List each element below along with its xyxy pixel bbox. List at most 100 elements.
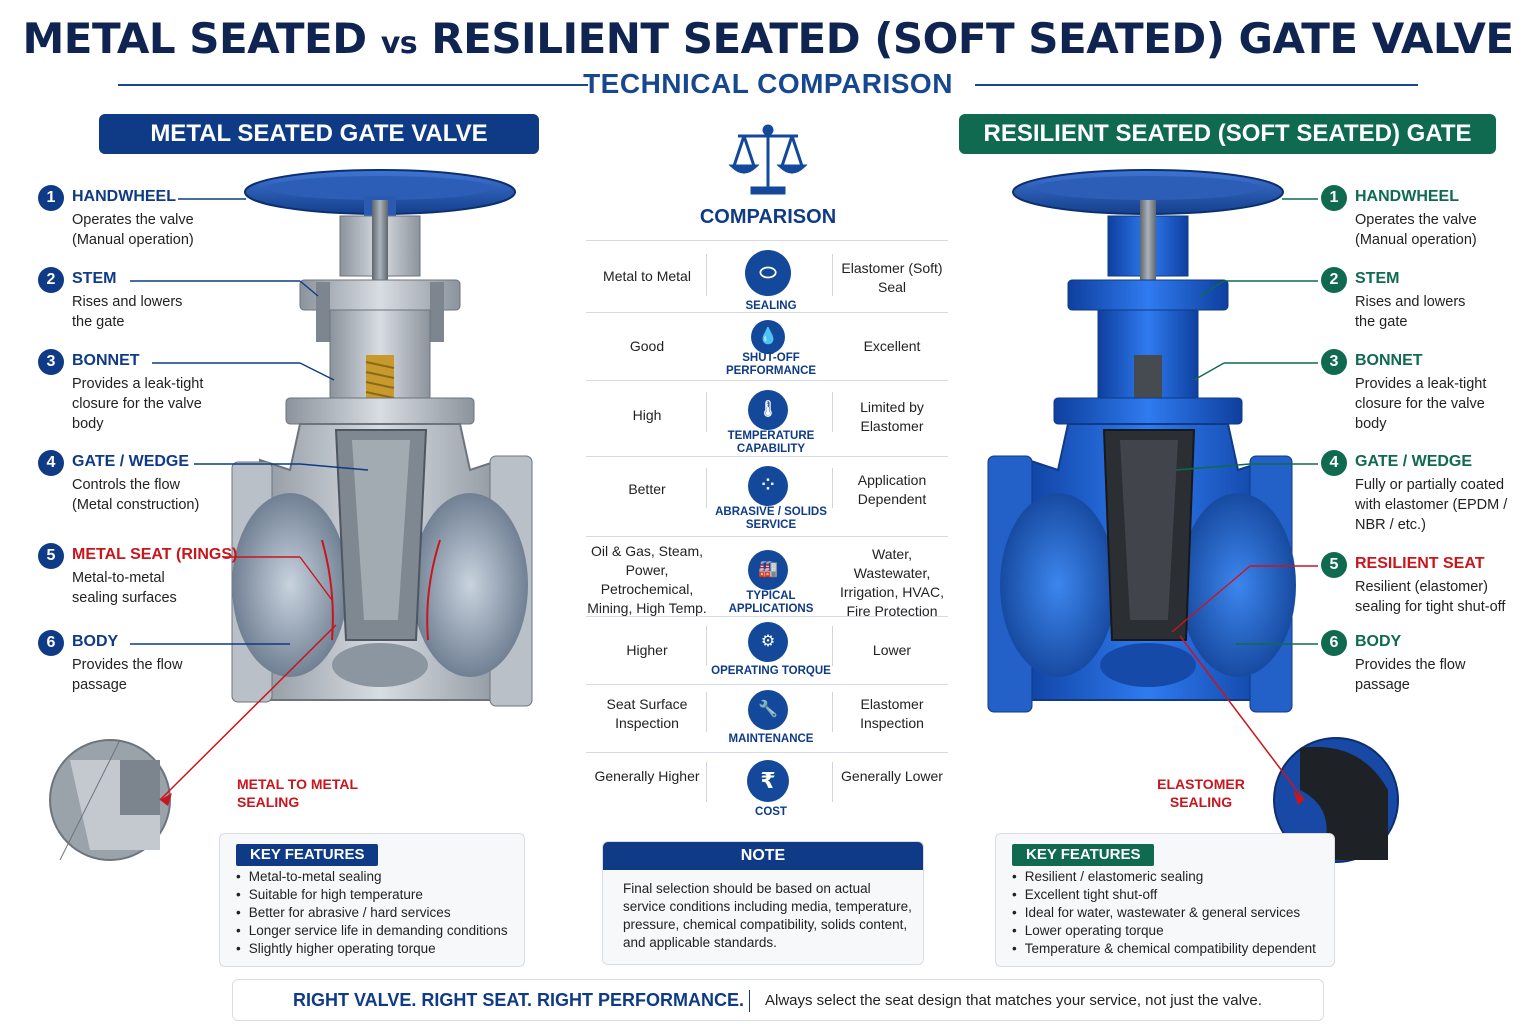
row-divider <box>706 468 707 508</box>
comparison-row-shutoff: Good 💧 SHUT-OFF PERFORMANCE Excellent <box>586 314 950 380</box>
part-description: Provides a leak-tight closure for the va… <box>72 376 204 432</box>
part-name: BONNET <box>1355 352 1423 369</box>
subtitle-line-left <box>118 84 588 86</box>
comparison-divider <box>586 684 948 685</box>
resilient-value: Application Dependent <box>857 472 927 507</box>
row-divider <box>706 692 707 732</box>
part-number: 2 <box>38 267 64 293</box>
part-name: HANDWHEEL <box>72 188 176 205</box>
part-description: Operates the valve (Manual operation) <box>72 212 194 248</box>
part-number: 5 <box>38 543 64 569</box>
part-number: 3 <box>1321 349 1347 375</box>
criterion-label: ABRASIVE / SOLIDS SERVICE <box>715 506 827 531</box>
note-box: NOTE Final selection should be based on … <box>602 841 924 965</box>
part-description: Rises and lowers the gate <box>72 294 183 330</box>
comparison-row-temperature: High 🌡 TEMPERATURE CAPABILITY Limited by… <box>586 384 950 456</box>
part-name: BODY <box>1355 633 1402 650</box>
list-item: Temperature & chemical compatibility dep… <box>1012 940 1316 958</box>
part-name: HANDWHEEL <box>1355 188 1459 205</box>
footer-banner: RIGHT VALVE. RIGHT SEAT. RIGHT PERFORMAN… <box>232 979 1324 1021</box>
resilient-valve-banner: RESILIENT SEATED (SOFT SEATED) GATE VALV… <box>959 114 1496 187</box>
comparison-divider <box>586 616 948 617</box>
part-description: Controls the flow (Metal construction) <box>72 477 200 513</box>
resilient-value: Excellent <box>863 338 921 354</box>
part-description: Operates the valve (Manual operation) <box>1355 212 1477 248</box>
metal-value: Seat Surface Inspection <box>606 696 688 731</box>
footer-slogan: RIGHT VALVE. RIGHT SEAT. RIGHT PERFORMAN… <box>293 990 745 1010</box>
part-name: BODY <box>72 633 119 650</box>
comparison-row-maintenance: Seat Surface Inspection 🔧 MAINTENANCE El… <box>586 686 950 752</box>
criterion-label: SEALING <box>745 300 797 312</box>
metal-valve-drawing <box>49 169 533 861</box>
criterion-label: TEMPERATURE CAPABILITY <box>727 430 815 455</box>
gear-icon: ⚙ <box>748 622 788 662</box>
criterion-label: SHUT-OFF PERFORMANCE <box>725 352 817 377</box>
elastomer-seal-callout: ELASTOMER SEALING <box>1157 776 1245 810</box>
footer-tagline: Always select the seat design that match… <box>765 992 1262 1009</box>
part-number: 3 <box>38 349 64 375</box>
resilient-value: Limited by Elastomer <box>860 399 924 434</box>
resilient-value: Lower <box>872 642 912 658</box>
metal-valve-banner: METAL SEATED GATE VALVE <box>99 114 539 154</box>
comparison-row-cost: Generally Higher ₹ COST Generally Lower <box>586 756 950 822</box>
part-number: 2 <box>1321 267 1347 293</box>
metal-key-features: KEY FEATURES Metal-to-metal sealing Suit… <box>219 833 525 967</box>
part-description: Provides the flow passage <box>1355 657 1466 693</box>
comparison-row-torque: Higher ⚙ OPERATING TORQUE Lower <box>586 618 950 684</box>
scale-icon <box>728 124 808 195</box>
comparison-title: COMPARISON <box>699 206 837 228</box>
part-name: GATE / WEDGE <box>1355 453 1473 470</box>
subtitle: TECHNICAL COMPARISON <box>583 68 953 99</box>
resilient-valve-drawing <box>987 169 1399 863</box>
part-name: STEM <box>72 270 117 287</box>
list-item: Excellent tight shut-off <box>1012 886 1316 904</box>
comparison-divider <box>586 240 948 241</box>
title-vs: vs <box>380 26 418 61</box>
part-number: 6 <box>38 630 64 656</box>
resilient-key-features: KEY FEATURES Resilient / elastomeric sea… <box>995 833 1335 967</box>
part-number: 1 <box>1321 185 1347 211</box>
row-divider <box>832 692 833 732</box>
key-features-heading: KEY FEATURES <box>236 844 379 866</box>
part-description: Provides a leak-tight closure for the va… <box>1355 376 1487 432</box>
factory-icon: 🏭 <box>748 550 788 590</box>
subtitle-line-right <box>975 84 1418 86</box>
list-item: Suitable for high temperature <box>236 886 508 904</box>
note-heading: NOTE <box>603 842 923 870</box>
tools-icon: 🔧 <box>748 690 788 730</box>
comparison-divider <box>586 752 948 753</box>
row-divider <box>832 626 833 666</box>
part-name: BONNET <box>72 352 140 369</box>
thermometer-icon: 🌡 <box>748 390 788 430</box>
note-text: Final selection should be based on actua… <box>623 881 912 950</box>
metal-leader-lines <box>130 198 369 645</box>
resilient-value: Generally Lower <box>841 768 943 784</box>
comparison-row-applications: Oil & Gas, Steam, Power, Petrochemical, … <box>586 540 950 619</box>
part-name: STEM <box>1355 270 1400 287</box>
criterion-label: TYPICAL APPLICATIONS <box>728 590 814 615</box>
metal-value: Oil & Gas, Steam, Power, Petrochemical, … <box>587 543 707 616</box>
list-item: Metal-to-metal sealing <box>236 868 508 886</box>
seal-ring-icon: ⬭ <box>745 250 791 296</box>
list-item: Resilient / elastomeric sealing <box>1012 868 1316 886</box>
metal-value: High <box>632 407 662 423</box>
criterion-label: MAINTENANCE <box>728 733 814 745</box>
comparison-divider <box>586 456 948 457</box>
part-number: 4 <box>1321 450 1347 476</box>
part-description: Fully or partially coated with elastomer… <box>1355 477 1508 533</box>
rupee-icon: ₹ <box>747 760 789 802</box>
row-divider <box>832 762 833 802</box>
resilient-leader-lines <box>1175 198 1318 645</box>
list-item: Better for abrasive / hard services <box>236 904 508 922</box>
criterion-label: COST <box>755 806 787 818</box>
part-description: Metal-to-metal sealing surfaces <box>72 570 177 606</box>
subtitle-bar: TECHNICAL COMPARISON <box>0 66 1536 102</box>
list-item: Ideal for water, wastewater & general se… <box>1012 904 1316 922</box>
row-divider <box>832 392 833 432</box>
comparison-divider <box>586 312 948 313</box>
page-title: METAL SEATED vs RESILIENT SEATED (SOFT S… <box>0 14 1536 63</box>
criterion-label: OPERATING TORQUE <box>711 665 831 677</box>
row-divider <box>706 392 707 432</box>
part-description: Rises and lowers the gate <box>1355 294 1466 330</box>
